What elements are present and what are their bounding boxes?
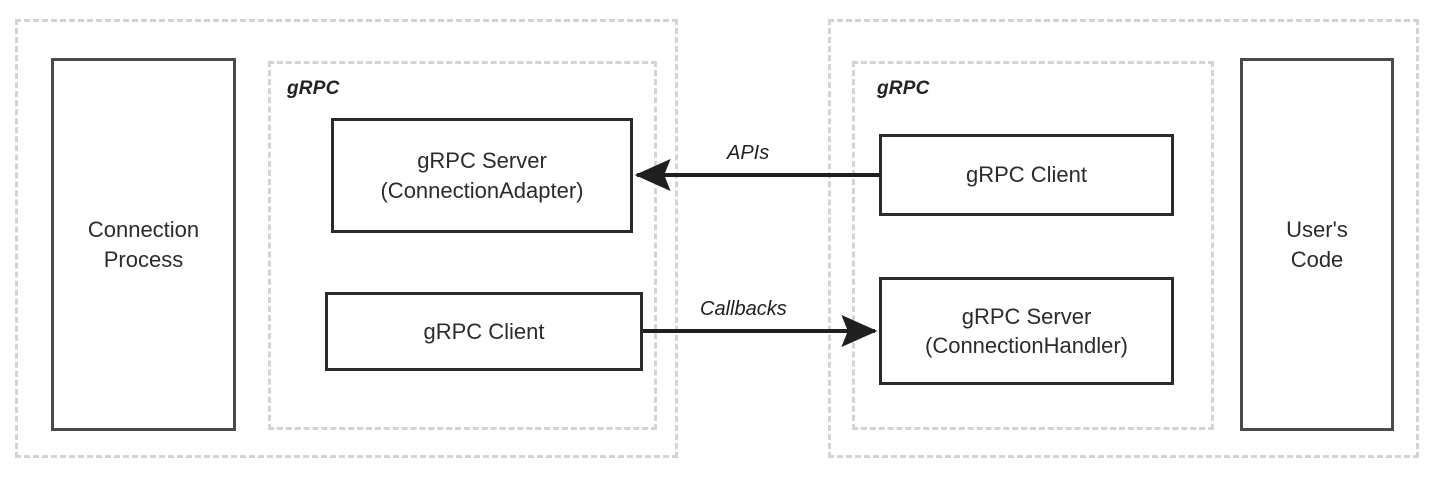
group-grpc-left <box>268 61 657 430</box>
node-grpc-client-right[interactable]: gRPC Client <box>879 134 1174 216</box>
grpc-group-label-left: gRPC <box>287 78 340 99</box>
node-connection-process[interactable]: Connection Process <box>51 58 236 431</box>
node-grpc-server-connection-handler[interactable]: gRPC Server (ConnectionHandler) <box>879 277 1174 385</box>
node-grpc-server-connection-adapter[interactable]: gRPC Server (ConnectionAdapter) <box>331 118 633 233</box>
edge-label-callbacks: Callbacks <box>700 298 787 320</box>
edge-label-apis: APIs <box>727 142 770 164</box>
group-user-code <box>828 19 1419 458</box>
grpc-group-label-right: gRPC <box>877 78 930 99</box>
node-users-code[interactable]: User's Code <box>1240 58 1394 431</box>
group-grpc-right <box>852 61 1214 430</box>
node-grpc-client-left[interactable]: gRPC Client <box>325 292 643 371</box>
group-connection-process <box>15 19 678 458</box>
